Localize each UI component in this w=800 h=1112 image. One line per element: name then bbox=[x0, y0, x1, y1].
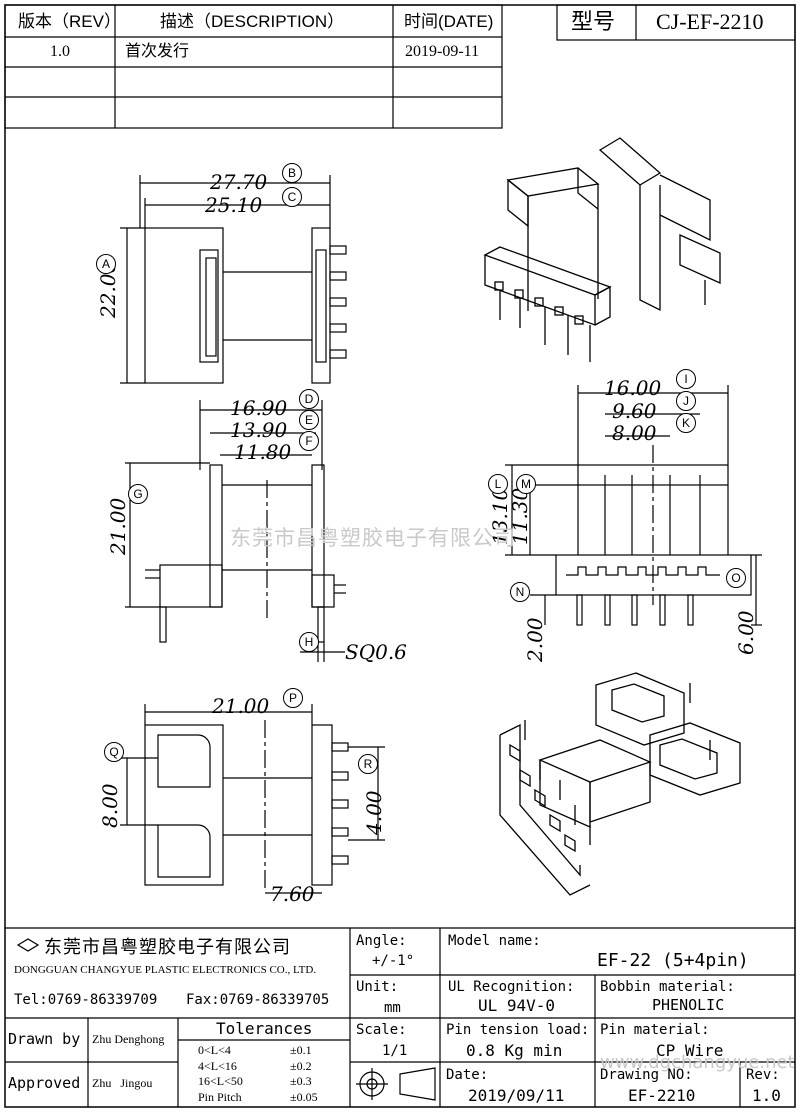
marker-i: I bbox=[676, 369, 696, 389]
unit-label: Unit: bbox=[356, 979, 399, 995]
dim-b: 27.70 bbox=[210, 170, 268, 194]
marker-b: B bbox=[282, 163, 302, 183]
drawn-by-value: Zhu Denghong bbox=[92, 1032, 165, 1046]
ul-value: UL 94V-0 bbox=[478, 996, 556, 1015]
tolerance-range-1: 0<L<4 bbox=[198, 1043, 231, 1057]
bobbin-value: PHENOLIC bbox=[652, 996, 725, 1014]
pin-material-value: CP Wire bbox=[656, 1041, 724, 1060]
dim-s: 7.60 bbox=[270, 882, 315, 906]
marker-h: H bbox=[299, 632, 319, 652]
pin-material-label: Pin material: bbox=[600, 1022, 710, 1038]
scale-label: Scale: bbox=[356, 1022, 407, 1038]
marker-q: Q bbox=[104, 742, 124, 762]
date-label: Date: bbox=[446, 1067, 489, 1083]
dim-j: 9.60 bbox=[612, 399, 657, 423]
pin-tension-label: Pin tension load: bbox=[446, 1022, 590, 1038]
tolerance-range-3: 16<L<50 bbox=[198, 1074, 243, 1088]
marker-a: A bbox=[96, 254, 116, 274]
marker-g: G bbox=[128, 484, 148, 504]
model-label: 型号 bbox=[571, 9, 616, 34]
marker-e: E bbox=[299, 410, 319, 430]
dim-n: 2.00 bbox=[523, 617, 547, 662]
dim-d: 16.90 bbox=[230, 396, 288, 420]
company-cn: 东莞市昌粤塑胶电子有限公司 bbox=[44, 937, 291, 957]
dim-g: 21.00 bbox=[106, 497, 130, 555]
scale-value: 1/1 bbox=[382, 1043, 408, 1059]
dim-f: 11.80 bbox=[234, 440, 292, 464]
ul-label: UL Recognition: bbox=[448, 979, 575, 995]
angle-label: Angle: bbox=[356, 933, 407, 949]
rev-row-1-rev: 1.0 bbox=[50, 43, 70, 60]
model-value: CJ-EF-2210 bbox=[656, 9, 764, 34]
rev-label: Rev: bbox=[746, 1067, 780, 1083]
approved-value: Zhu Jingou bbox=[92, 1076, 153, 1090]
tolerance-value-1: ±0.1 bbox=[290, 1043, 312, 1057]
watermark-company: 东莞市昌粤塑胶电子有限公司 bbox=[230, 526, 516, 550]
marker-j: J bbox=[676, 391, 696, 411]
marker-n: N bbox=[510, 582, 530, 602]
marker-f: F bbox=[299, 431, 319, 451]
marker-m: M bbox=[516, 474, 536, 494]
tolerance-value-3: ±0.3 bbox=[290, 1074, 312, 1088]
dim-q: 8.00 bbox=[98, 783, 122, 828]
marker-p: P bbox=[283, 688, 303, 708]
angle-value: +/-1° bbox=[372, 953, 415, 969]
rev-value: 1.0 bbox=[752, 1086, 781, 1105]
drawing-no-value: EF-2210 bbox=[628, 1086, 696, 1105]
tolerance-value-2: ±0.2 bbox=[290, 1059, 312, 1073]
company-fax: Fax:0769-86339705 bbox=[186, 992, 330, 1008]
model-name-label: Model name: bbox=[448, 933, 541, 949]
marker-o: O bbox=[726, 568, 746, 588]
tolerance-range-4: Pin Pitch bbox=[198, 1090, 242, 1104]
dim-r: 4.00 bbox=[362, 790, 386, 835]
tolerance-range-2: 4<L<16 bbox=[198, 1059, 237, 1073]
drawing-no-label: Drawing NO: bbox=[600, 1067, 693, 1083]
rev-row-1-desc: 首次发行 bbox=[125, 43, 190, 60]
bobbin-label: Bobbin material: bbox=[600, 979, 735, 995]
company-en: DONGGUAN CHANGYUE PLASTIC ELECTRONICS CO… bbox=[14, 964, 317, 976]
dim-e: 13.90 bbox=[230, 418, 288, 442]
rev-header: 版本（REV） bbox=[18, 12, 121, 31]
date-header: 时间(DATE) bbox=[404, 12, 494, 31]
desc-header: 描述（DESCRIPTION） bbox=[160, 12, 345, 31]
marker-d: D bbox=[299, 389, 319, 409]
dim-h: SQ0.6 bbox=[345, 640, 407, 664]
pin-tension-value: 0.8 Kg min bbox=[466, 1041, 563, 1060]
marker-c: C bbox=[282, 187, 302, 207]
marker-r: R bbox=[358, 754, 378, 774]
date-value: 2019/09/11 bbox=[468, 1086, 565, 1105]
dim-c: 25.10 bbox=[205, 193, 263, 217]
dim-k: 8.00 bbox=[612, 421, 657, 445]
rev-row-1-date: 2019-09-11 bbox=[405, 43, 480, 60]
dim-p: 21.00 bbox=[212, 694, 270, 718]
marker-k: K bbox=[676, 413, 696, 433]
dim-i: 16.00 bbox=[604, 376, 662, 400]
drawn-by-label: Drawn by bbox=[8, 1030, 81, 1048]
marker-l: L bbox=[488, 474, 508, 494]
company-tel: Tel:0769-86339709 bbox=[14, 992, 158, 1008]
dim-o: 6.00 bbox=[734, 610, 758, 655]
watermark-url: www.dgchangyue.net bbox=[600, 1052, 795, 1073]
unit-value: mm bbox=[384, 1000, 401, 1016]
model-name-value: EF-22 (5+4pin) bbox=[597, 950, 749, 971]
tolerance-value-4: ±0.05 bbox=[290, 1090, 318, 1104]
approved-label: Approved bbox=[8, 1074, 81, 1092]
tolerances-label: Tolerances bbox=[216, 1019, 313, 1038]
